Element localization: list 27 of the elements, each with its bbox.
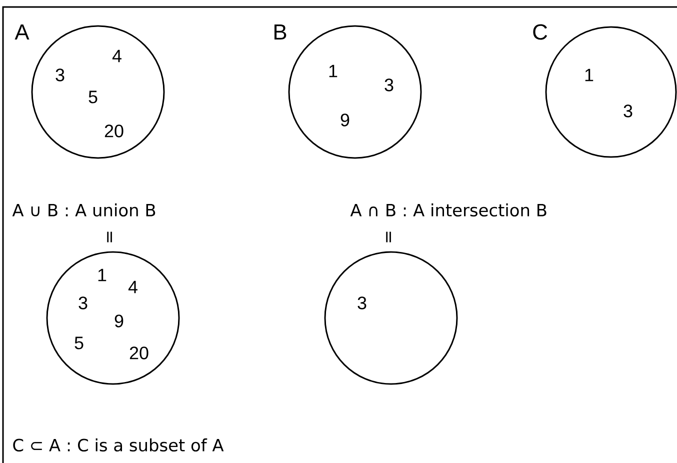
set-notation-text: A ∩ B : A intersection B	[350, 203, 546, 217]
element-number: 5	[88, 90, 98, 104]
element-number: 4	[112, 50, 122, 62]
element-number: 9	[340, 114, 350, 126]
set-circle	[46, 251, 180, 385]
set-circle	[14, 24, 165, 159]
set-notation-text: C ⊂ A : C is a subset of A	[13, 438, 224, 452]
element-number: 5	[74, 336, 84, 350]
element-number: 9	[114, 314, 124, 328]
element-number: 1	[98, 268, 106, 282]
element-number: 3	[78, 296, 88, 310]
set-circle	[274, 24, 422, 159]
element-number: 1	[329, 64, 338, 78]
element-number: 4	[128, 280, 138, 294]
element-number: 3	[56, 68, 64, 82]
element-number: 20	[130, 346, 148, 360]
element-number: 3	[624, 104, 632, 118]
element-number: 3	[358, 296, 366, 310]
element-number: 20	[104, 124, 124, 138]
set-circle	[324, 251, 458, 385]
set-circle	[533, 24, 677, 158]
set-name: B	[274, 24, 286, 40]
set-name: C	[533, 24, 548, 40]
set-name: A	[14, 24, 30, 40]
set-notation-text: A ∪ B : A union B	[12, 203, 156, 217]
element-number: 3	[384, 78, 394, 92]
element-number: 1	[585, 68, 594, 82]
